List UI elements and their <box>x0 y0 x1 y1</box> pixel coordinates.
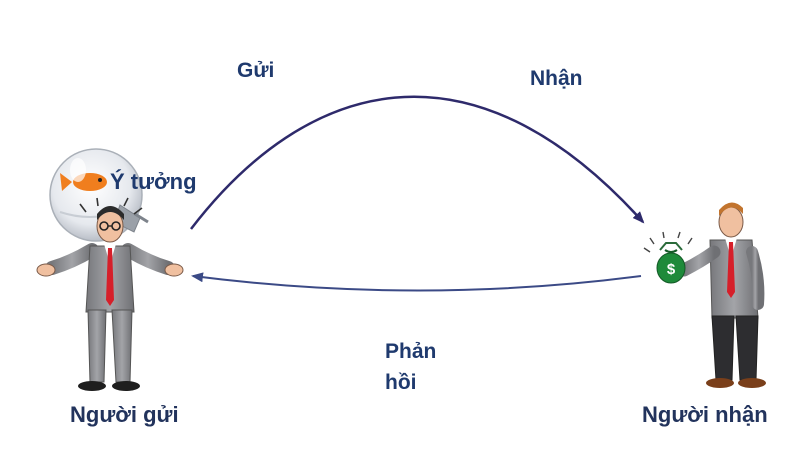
send-label: Gửi <box>237 59 275 82</box>
feedback-label-line1: Phản <box>385 340 437 363</box>
receive-label: Nhận <box>530 67 583 90</box>
feedback-arrow <box>191 272 642 292</box>
send-arrow <box>190 95 645 230</box>
receiver-figure <box>677 202 766 388</box>
feedback-label-line2: hồi <box>385 371 417 394</box>
receiver-label: Người nhận <box>642 402 768 427</box>
svg-text:$: $ <box>667 261 676 278</box>
idea-label: Ý tưởng <box>110 169 197 194</box>
sender-label: Người gửi <box>70 402 179 427</box>
sender-figure <box>36 197 184 391</box>
money-bag-icon: $ <box>643 231 693 284</box>
